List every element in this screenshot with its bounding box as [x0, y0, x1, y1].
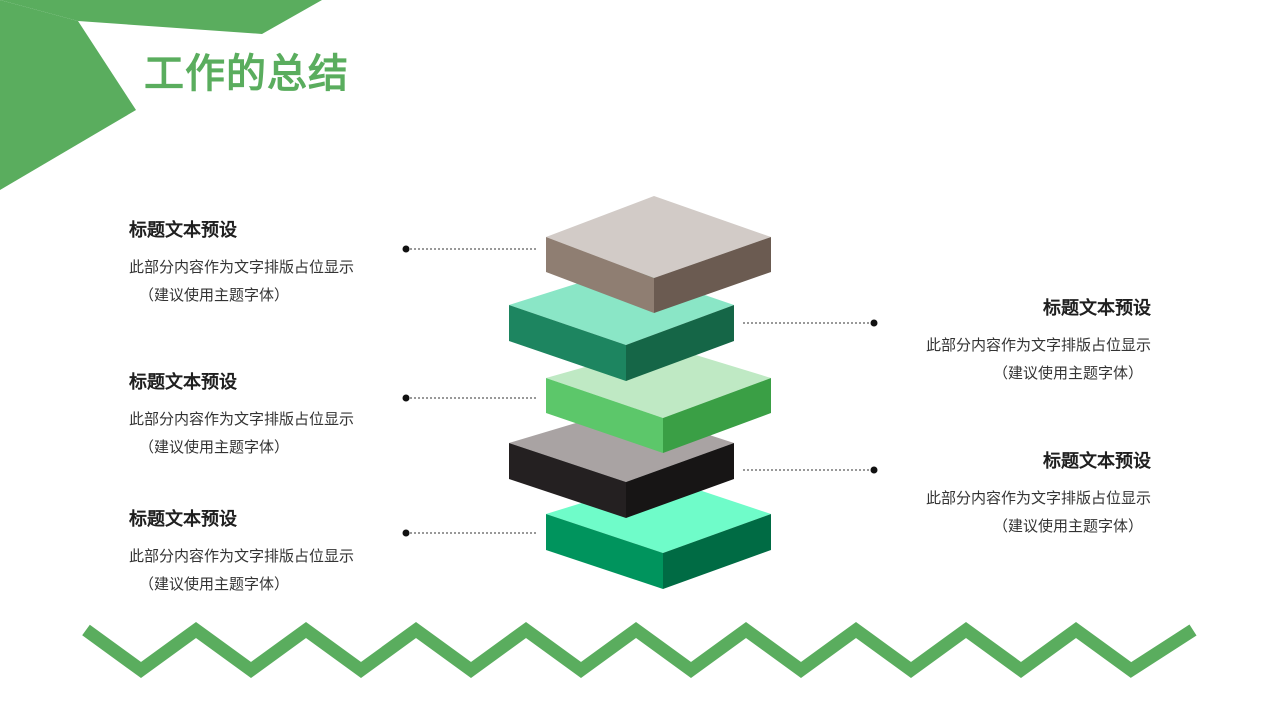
item-title: 标题文本预设: [129, 509, 237, 530]
corner-shape-top: [0, 0, 322, 34]
connector-1: [402, 245, 538, 253]
connector-2: [743, 319, 878, 327]
corner-shape-left: [0, 0, 136, 190]
connector-3: [402, 394, 538, 402]
page-title: 工作的总结: [144, 51, 349, 97]
item-title: 标题文本预设: [1043, 298, 1151, 319]
item-desc-line: 此部分内容作为文字排版占位显示: [129, 547, 355, 565]
block-right-face: [663, 514, 771, 589]
connector-4: [743, 466, 878, 474]
block-right-face: [626, 443, 734, 518]
text-item-2: 标题文本预设 此部分内容作为文字排版占位显示 （建议使用主题字体）: [926, 297, 1151, 387]
item-desc-line: 此部分内容作为文字排版占位显示: [925, 336, 1151, 354]
block-left-face: [509, 305, 626, 381]
item-title: 标题文本预设: [129, 372, 237, 393]
item-desc-line: 此部分内容作为文字排版占位显示: [925, 489, 1151, 507]
item-desc: 此部分内容作为文字排版占位显示 （建议使用主题字体）: [926, 484, 1151, 540]
item-desc: 此部分内容作为文字排版占位显示 （建议使用主题字体）: [129, 405, 354, 461]
item-desc: 此部分内容作为文字排版占位显示 （建议使用主题字体）: [926, 331, 1151, 387]
item-desc-line: 此部分内容作为文字排版占位显示: [129, 258, 355, 276]
block-1: [546, 196, 771, 313]
item-note: （建议使用主题字体）: [992, 364, 1143, 382]
block-left-face: [546, 237, 654, 313]
block-right-face: [626, 305, 734, 381]
item-title: 标题文本预设: [129, 220, 237, 241]
item-note: （建议使用主题字体）: [139, 438, 290, 456]
block-left-face: [509, 443, 626, 518]
block-top-face: [546, 196, 771, 278]
stacked-blocks: [509, 196, 771, 589]
item-desc: 此部分内容作为文字排版占位显示 （建议使用主题字体）: [129, 542, 354, 598]
item-desc-line: 此部分内容作为文字排版占位显示: [129, 410, 355, 428]
zigzag-divider: [82, 621, 1197, 679]
block-right-face: [654, 237, 771, 313]
block-left-face: [546, 378, 663, 453]
connector-5: [402, 529, 538, 537]
text-item-4: 标题文本预设 此部分内容作为文字排版占位显示 （建议使用主题字体）: [926, 450, 1151, 540]
text-item-1: 标题文本预设 此部分内容作为文字排版占位显示 （建议使用主题字体）: [129, 219, 354, 309]
item-note: （建议使用主题字体）: [139, 286, 290, 304]
text-item-5: 标题文本预设 此部分内容作为文字排版占位显示 （建议使用主题字体）: [129, 508, 354, 598]
item-desc: 此部分内容作为文字排版占位显示 （建议使用主题字体）: [129, 253, 354, 309]
block-left-face: [546, 514, 663, 589]
item-title: 标题文本预设: [1043, 451, 1151, 472]
text-item-3: 标题文本预设 此部分内容作为文字排版占位显示 （建议使用主题字体）: [129, 371, 354, 461]
item-note: （建议使用主题字体）: [992, 517, 1143, 535]
block-right-face: [663, 378, 771, 453]
item-note: （建议使用主题字体）: [139, 575, 290, 593]
